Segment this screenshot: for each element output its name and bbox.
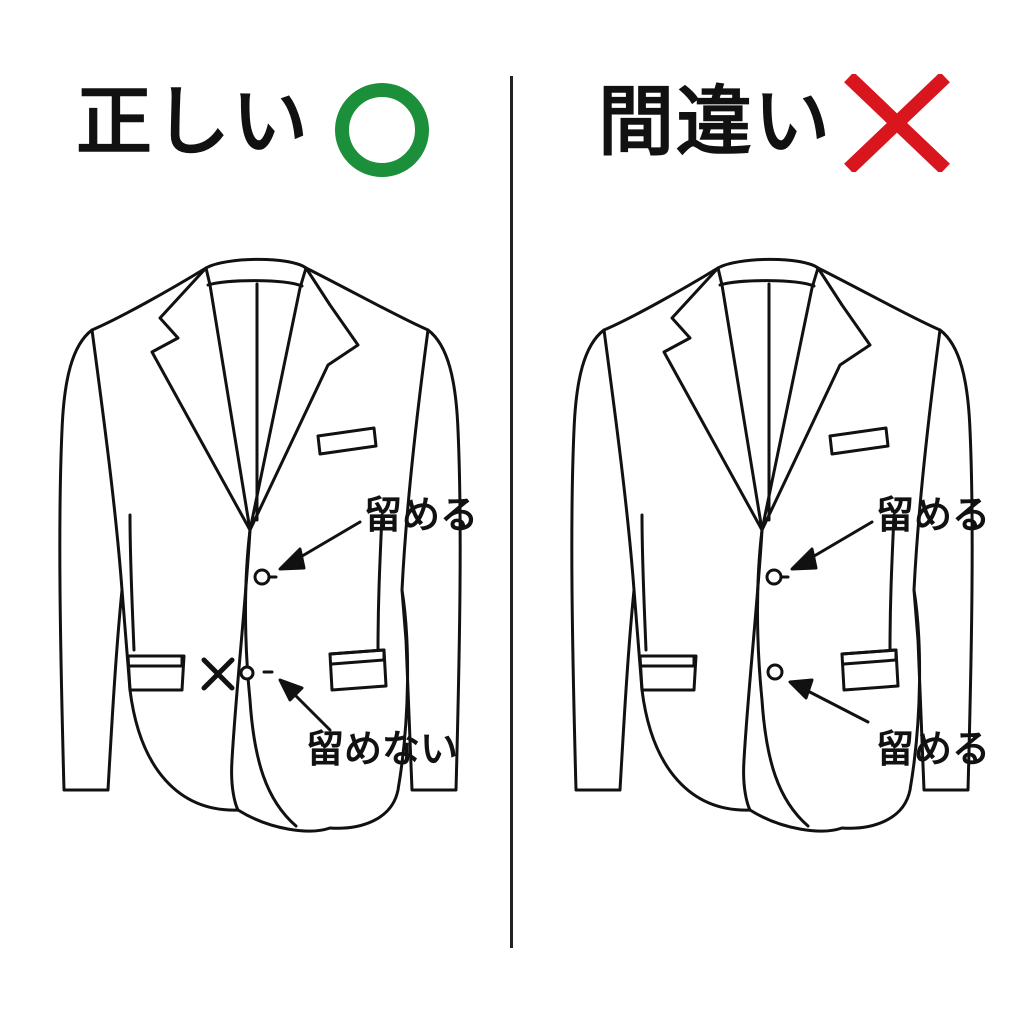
incorrect-panel: 間違い xyxy=(512,0,1024,1024)
jacket-illustration xyxy=(0,0,512,1024)
circle-icon xyxy=(335,83,429,177)
fasten-label: 留める xyxy=(876,727,991,771)
divider-line xyxy=(510,76,513,948)
incorrect-title: 間違い xyxy=(598,77,832,166)
fasten-label: 留める xyxy=(876,493,991,537)
cross-icon xyxy=(844,74,950,172)
correct-panel: 正しい xyxy=(0,0,512,1024)
fasten-label: 留める xyxy=(364,493,479,537)
correct-title: 正しい xyxy=(76,77,310,166)
jacket-illustration xyxy=(512,0,1024,1024)
small-x-icon xyxy=(201,657,235,691)
do-not-fasten-label: 留めない xyxy=(306,727,459,771)
